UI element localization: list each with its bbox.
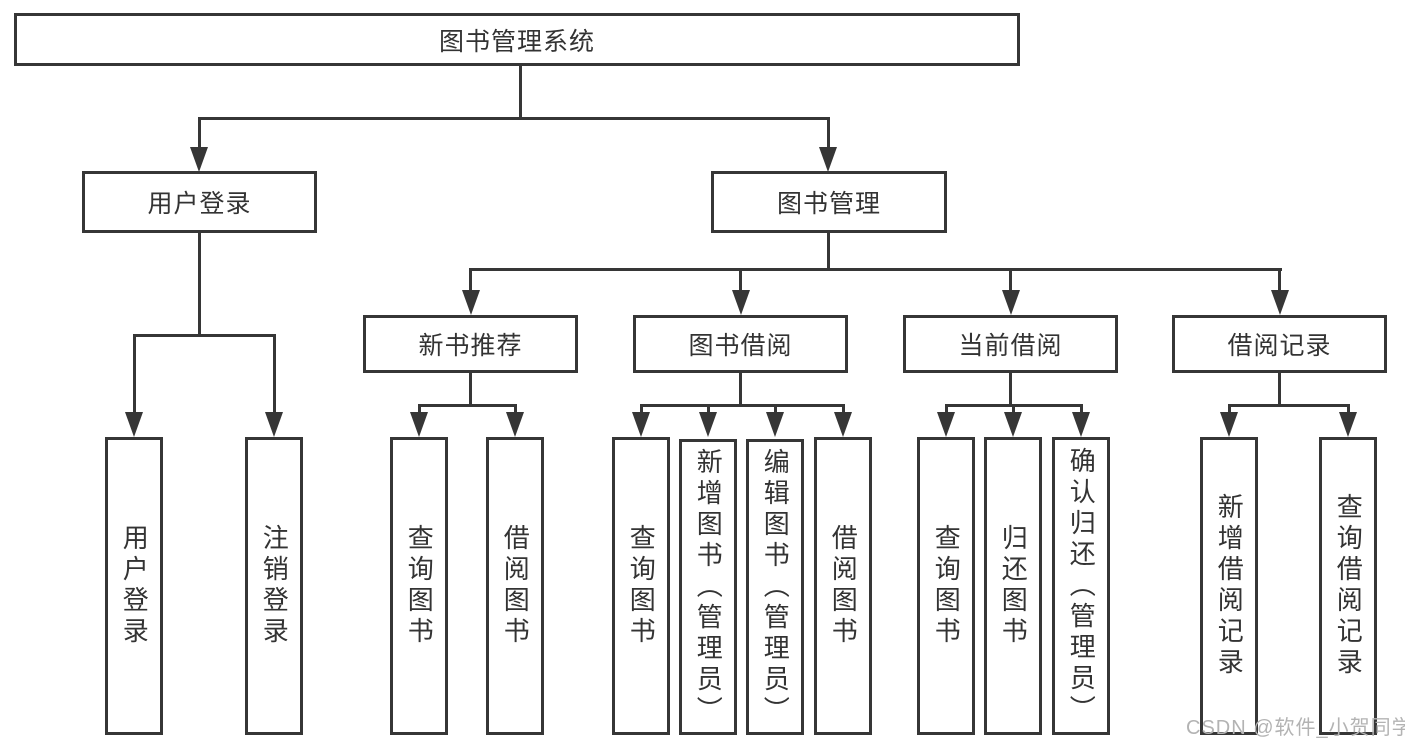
node-new-book-recommend: 新书推荐 (363, 315, 578, 373)
leaf-borrow-query-books-label: 查询图书 (626, 524, 657, 648)
leaf-borrow-add-books-admin: 新增图书（管理员） (679, 439, 737, 735)
leaf-borrow-add-books-admin-label: 新增图书（管理员） (693, 447, 724, 727)
arrow-down-icon (1002, 290, 1020, 315)
connector-line (519, 66, 522, 119)
connector-line (198, 233, 201, 336)
leaf-logout-label: 注销登录 (259, 524, 290, 648)
arrow-down-icon (732, 290, 750, 315)
connector-line (842, 404, 845, 415)
arrow-down-icon (834, 412, 852, 437)
connector-line (1278, 373, 1281, 406)
node-book-management-label: 图书管理 (776, 190, 881, 218)
leaf-current-query-books: 查询图书 (917, 437, 975, 735)
leaf-user-login: 用户登录 (105, 437, 163, 735)
arrow-down-icon (766, 412, 784, 437)
connector-line (514, 404, 517, 415)
arrow-down-icon (699, 412, 717, 437)
node-root-label: 图书管理系统 (438, 27, 595, 56)
node-current-borrow: 当前借阅 (903, 315, 1118, 373)
connector-line (469, 268, 472, 293)
connector-line (469, 373, 472, 406)
node-book-borrow-label: 图书借阅 (688, 332, 793, 360)
leaf-records-add-record-label: 新增借阅记录 (1214, 493, 1245, 679)
connector-line (827, 117, 830, 150)
connector-line (1009, 268, 1012, 293)
arrow-down-icon (1339, 412, 1357, 437)
connector-line (133, 334, 136, 414)
leaf-current-query-books-label: 查询图书 (931, 524, 962, 648)
leaf-borrow-edit-books-admin: 编辑图书（管理员） (746, 439, 804, 735)
connector-line (1228, 404, 1231, 415)
connector-line (1347, 404, 1350, 415)
arrow-down-icon (819, 147, 837, 172)
connector-line (418, 404, 421, 415)
connector-line (945, 404, 948, 415)
connector-line (739, 268, 742, 293)
connector-line (418, 404, 517, 407)
leaf-borrow-edit-books-admin-label: 编辑图书（管理员） (760, 447, 791, 727)
arrow-down-icon (410, 412, 428, 437)
arrow-down-icon (1004, 412, 1022, 437)
connector-line (640, 404, 643, 415)
connector-line (739, 373, 742, 406)
node-current-borrow-label: 当前借阅 (958, 332, 1063, 360)
node-book-management: 图书管理 (711, 171, 947, 233)
watermark: CSDN @软件_小贺同学 (1186, 717, 1405, 739)
node-new-book-recommend-label: 新书推荐 (418, 332, 523, 360)
connector-line (198, 117, 201, 150)
arrow-down-icon (265, 412, 283, 437)
connector-line (1012, 404, 1015, 415)
connector-line (133, 334, 276, 337)
leaf-logout: 注销登录 (245, 437, 303, 735)
leaf-current-return-books: 归还图书 (984, 437, 1042, 735)
connector-line (827, 233, 830, 271)
leaf-current-confirm-return-admin: 确认归还（管理员） (1052, 437, 1110, 735)
node-borrow-records-label: 借阅记录 (1227, 332, 1332, 360)
leaf-records-query-record-label: 查询借阅记录 (1333, 493, 1364, 679)
arrow-down-icon (937, 412, 955, 437)
node-user-login: 用户登录 (82, 171, 317, 233)
node-book-borrow: 图书借阅 (633, 315, 848, 373)
leaf-recommend-query-books-label: 查询图书 (404, 524, 435, 648)
leaf-recommend-borrow-books: 借阅图书 (486, 437, 544, 735)
arrow-down-icon (1271, 290, 1289, 315)
arrow-down-icon (1220, 412, 1238, 437)
arrow-down-icon (462, 290, 480, 315)
arrow-down-icon (632, 412, 650, 437)
node-root: 图书管理系统 (14, 13, 1020, 66)
connector-line (198, 117, 830, 120)
connector-line (1228, 404, 1350, 407)
connector-line (774, 404, 777, 415)
node-borrow-records: 借阅记录 (1172, 315, 1387, 373)
arrow-down-icon (506, 412, 524, 437)
arrow-down-icon (190, 147, 208, 172)
leaf-current-confirm-return-admin-label: 确认归还（管理员） (1066, 446, 1097, 726)
leaf-records-add-record: 新增借阅记录 (1200, 437, 1258, 735)
leaf-recommend-query-books: 查询图书 (390, 437, 448, 735)
connector-line (1009, 373, 1012, 406)
leaf-current-return-books-label: 归还图书 (998, 524, 1029, 648)
arrow-down-icon (1072, 412, 1090, 437)
leaf-records-query-record: 查询借阅记录 (1319, 437, 1377, 735)
leaf-recommend-borrow-books-label: 借阅图书 (500, 524, 531, 648)
connector-line (1080, 404, 1083, 415)
connector-line (469, 268, 1282, 271)
leaf-borrow-borrow-books-label: 借阅图书 (828, 524, 859, 648)
leaf-borrow-borrow-books: 借阅图书 (814, 437, 872, 735)
connector-line (707, 404, 710, 415)
node-user-login-label: 用户登录 (147, 190, 252, 218)
arrow-down-icon (125, 412, 143, 437)
connector-line (273, 334, 276, 414)
leaf-user-login-label: 用户登录 (119, 524, 150, 648)
connector-line (640, 404, 845, 407)
connector-line (1278, 268, 1281, 293)
leaf-borrow-query-books: 查询图书 (612, 437, 670, 735)
